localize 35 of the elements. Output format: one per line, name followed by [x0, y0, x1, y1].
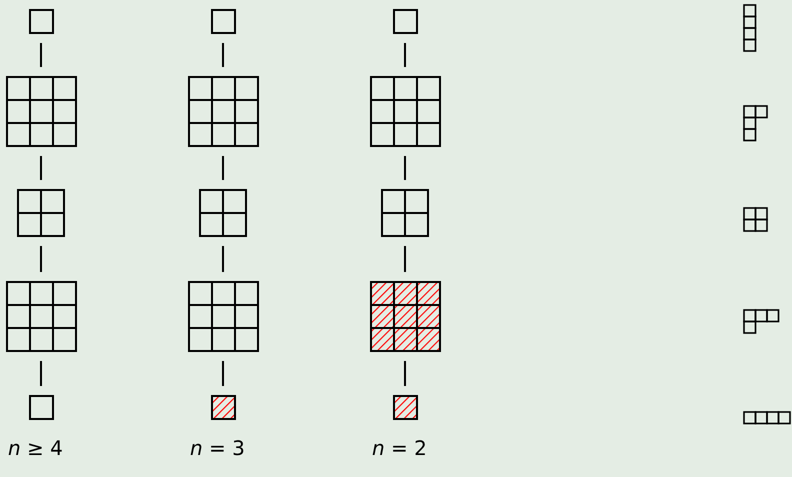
- hatched-young-diagram: [370, 281, 440, 352]
- young-diagram: [28, 395, 54, 420]
- hatched-young-diagram: [210, 395, 236, 420]
- young-diagram: [381, 189, 429, 237]
- connector-line: [222, 156, 224, 180]
- connector-line: [404, 43, 406, 67]
- young-diagram: [28, 9, 54, 34]
- young-diagram: [6, 281, 76, 352]
- young-diagram: [392, 9, 418, 34]
- young-diagram: [370, 76, 440, 147]
- connector-line: [40, 361, 42, 386]
- connector-line: [40, 156, 42, 180]
- young-diagram: [743, 105, 768, 142]
- connector-line: [404, 246, 406, 272]
- young-diagram: [210, 9, 236, 34]
- young-diagram: [17, 189, 65, 237]
- connector-line: [222, 246, 224, 272]
- connector-line: [404, 361, 406, 386]
- young-diagram: [188, 76, 258, 147]
- connector-line: [222, 43, 224, 67]
- connector-line: [40, 246, 42, 272]
- case-label: n = 2: [372, 436, 427, 460]
- young-diagram: [743, 411, 791, 424]
- young-diagram: [743, 207, 768, 232]
- case-label: n ≥ 4: [8, 436, 63, 460]
- young-diagram: [188, 281, 258, 352]
- young-diagram: [199, 189, 247, 237]
- connector-line: [40, 43, 42, 67]
- young-diagram: [743, 4, 756, 52]
- case-label: n = 3: [190, 436, 245, 460]
- young-diagram: [6, 76, 76, 147]
- connector-line: [404, 156, 406, 180]
- connector-line: [222, 361, 224, 386]
- young-diagram: [743, 309, 780, 334]
- hatched-young-diagram: [392, 395, 418, 420]
